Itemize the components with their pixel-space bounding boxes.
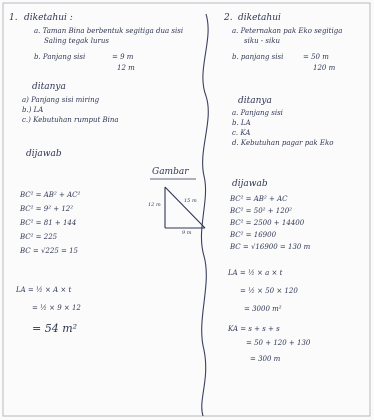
right-asked-c: c. KA	[232, 129, 251, 137]
left-eq-4: BC² = 225	[20, 233, 58, 241]
center-divider-line	[200, 13, 209, 417]
right-eq-1: BC² = AB² + AC	[230, 195, 288, 203]
left-known-b-label: b. Panjang sisi	[34, 53, 86, 61]
right-eq-3: BC² = 2500 + 14400	[230, 219, 305, 227]
gambar-label: Gambar	[152, 167, 189, 177]
right-dijawab-heading: dijawab	[232, 179, 268, 189]
right-diketahui-heading: diketahui	[238, 13, 281, 23]
left-problem-number: 1.	[9, 13, 18, 23]
right-known-a-line2: siku - siku	[244, 37, 280, 45]
left-la-2: = ½ × 9 × 12	[32, 304, 81, 312]
right-eq-2: BC² = 50² + 120²	[230, 207, 292, 215]
right-eq-4: BC² = 16900	[230, 231, 277, 239]
right-problem-number: 2.	[224, 13, 233, 23]
left-asked-b: b.) LA	[22, 106, 44, 114]
right-asked-a: a. Panjang sisi	[232, 109, 283, 117]
right-asked-d: d. Kebutuhan pagar pak Eko	[232, 139, 334, 147]
right-ka-3: = 300 m	[250, 355, 281, 363]
left-known-a-line2: Saling tegak lurus	[44, 37, 109, 45]
right-eq-5: BC = √16900 = 130 m	[230, 243, 311, 251]
left-eq-5: BC = √225 = 15	[20, 247, 78, 255]
left-eq-3: BC² = 81 + 144	[20, 219, 77, 227]
triangle-hypotenuse	[164, 186, 206, 229]
left-known-b-val1: = 9 m	[112, 53, 134, 61]
left-dijawab-heading: dijawab	[26, 149, 62, 159]
right-known-b-val2: 120 m	[313, 64, 336, 72]
triangle-drawing	[164, 186, 206, 229]
triangle-hyp-label: 15 m	[184, 198, 197, 204]
triangle-left-label: 12 m	[148, 202, 161, 208]
left-eq-1: BC² = AB² + AC²	[20, 191, 81, 199]
right-ka-1: KA = s + s + s	[228, 325, 280, 333]
left-known-b-val2: 12 m	[117, 64, 135, 72]
right-la-1: LA = ½ × a × t	[228, 269, 283, 277]
left-eq-2: BC² = 9² + 12²	[20, 205, 74, 213]
right-asked-b: b. LA	[232, 119, 251, 127]
left-diketahui-heading: diketahui :	[24, 13, 73, 23]
left-asked-a: a) Panjang sisi miring	[22, 96, 100, 104]
right-ka-2: = 50 + 120 + 130	[246, 339, 311, 347]
left-la-3: = 54 m²	[32, 322, 78, 335]
right-la-3: = 3000 m²	[244, 305, 282, 313]
triangle-base-label: 9 m	[182, 230, 192, 236]
right-known-a-line1: a. Peternakan pak Eko segitiga	[232, 27, 343, 35]
left-asked-c: c.) Kebutuhan rumput Bina	[22, 116, 119, 124]
page-border	[2, 2, 371, 417]
right-la-2: = ½ × 50 × 120	[240, 287, 298, 295]
right-known-b-label: b. panjang sisi	[232, 53, 284, 61]
left-ditanya-heading: ditanya	[32, 82, 66, 92]
left-la-1: LA = ½ × A × t	[16, 286, 72, 294]
left-known-a-line1: a. Taman Bina berbentuk segitiga dua sis…	[34, 27, 184, 35]
right-ditanya-heading: ditanya	[238, 96, 272, 106]
right-known-b-val1: = 50 m	[303, 53, 329, 61]
